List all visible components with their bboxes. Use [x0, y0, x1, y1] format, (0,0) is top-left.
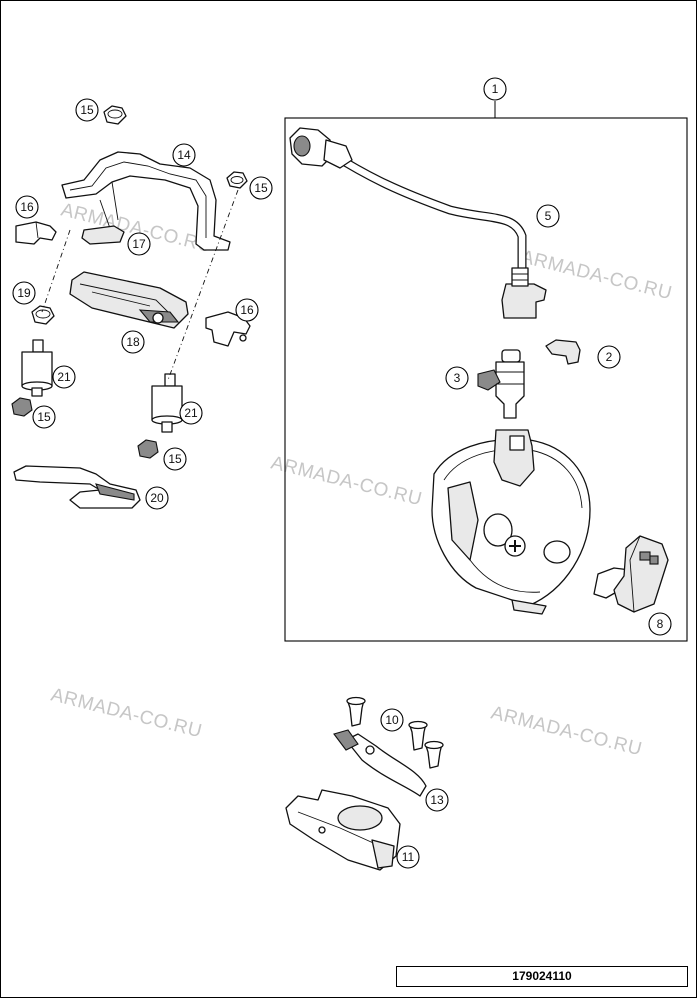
callout-20: 20 — [145, 486, 169, 510]
callout-19: 19 — [12, 281, 36, 305]
drawing-code: 179024110 — [396, 966, 688, 987]
svg-text:11: 11 — [402, 850, 415, 864]
axis-left — [41, 229, 71, 313]
watermark-5: ARMADA-CO.RU — [489, 702, 644, 760]
callout-16-left: 16 — [15, 195, 39, 219]
svg-text:8: 8 — [657, 617, 664, 631]
callout-16-right: 16 — [235, 298, 259, 322]
strap-13 — [333, 729, 427, 797]
callout-17: 17 — [127, 232, 151, 256]
svg-text:14: 14 — [177, 148, 191, 162]
svg-text:15: 15 — [254, 181, 268, 195]
housing-11 — [285, 789, 401, 871]
svg-text:13: 13 — [430, 793, 444, 807]
clip-16-left — [15, 221, 57, 245]
sensor-8 — [593, 535, 669, 613]
svg-text:19: 19 — [17, 286, 31, 300]
axis-right — [167, 189, 239, 381]
screws-10 — [346, 696, 444, 769]
assembly-1-box — [284, 117, 688, 642]
svg-text:17: 17 — [132, 237, 146, 251]
watermark-3: ARMADA-CO.RU — [269, 452, 424, 510]
svg-text:2: 2 — [606, 350, 613, 364]
damper-21-right — [151, 373, 183, 433]
svg-text:16: 16 — [20, 200, 34, 214]
callout-15-top: 15 — [75, 98, 99, 122]
callout-3: 3 — [445, 366, 469, 390]
callout-10: 10 — [380, 708, 404, 732]
svg-text:16: 16 — [240, 303, 254, 317]
fuel-hose-5 — [289, 127, 547, 319]
callout-8: 8 — [648, 612, 672, 636]
svg-text:18: 18 — [126, 335, 140, 349]
svg-text:15: 15 — [168, 452, 182, 466]
svg-text:1: 1 — [492, 82, 499, 96]
callout-15-right: 15 — [249, 176, 273, 200]
svg-text:21: 21 — [184, 406, 198, 420]
bracket-14 — [61, 151, 231, 251]
callout-14: 14 — [172, 143, 196, 167]
nut-15-left — [11, 397, 33, 417]
control-unit-18 — [69, 271, 189, 329]
nut-15-bottom — [137, 439, 159, 459]
callout-18: 18 — [121, 330, 145, 354]
callout-15-bottom: 15 — [163, 447, 187, 471]
damper-21-left — [21, 339, 53, 397]
svg-text:3: 3 — [454, 371, 461, 385]
svg-text:10: 10 — [385, 713, 399, 727]
svg-text:15: 15 — [80, 103, 94, 117]
nut-19 — [31, 305, 55, 325]
callout-15-left: 15 — [32, 405, 56, 429]
callout-11: 11 — [396, 845, 420, 869]
throttle-body — [431, 429, 591, 615]
callout-2: 2 — [597, 345, 621, 369]
svg-text:21: 21 — [57, 370, 71, 384]
callout-21-right: 21 — [179, 401, 203, 425]
injector-3 — [477, 349, 525, 419]
callout-13: 13 — [425, 788, 449, 812]
svg-text:20: 20 — [150, 491, 164, 505]
nut-15-top — [103, 105, 127, 125]
svg-text:5: 5 — [545, 209, 552, 223]
callout-21-left: 21 — [52, 365, 76, 389]
clip-2 — [545, 339, 581, 365]
callouts: 1 2 3 5 8 10 11 13 14 15 15 15 15 16 16 … — [12, 77, 672, 869]
svg-text:15: 15 — [37, 410, 51, 424]
nut-15-right — [226, 171, 248, 189]
callout-5: 5 — [536, 204, 560, 228]
plate-20 — [13, 465, 141, 509]
callout-1: 1 — [483, 77, 507, 101]
watermark-4: ARMADA-CO.RU — [49, 684, 204, 742]
